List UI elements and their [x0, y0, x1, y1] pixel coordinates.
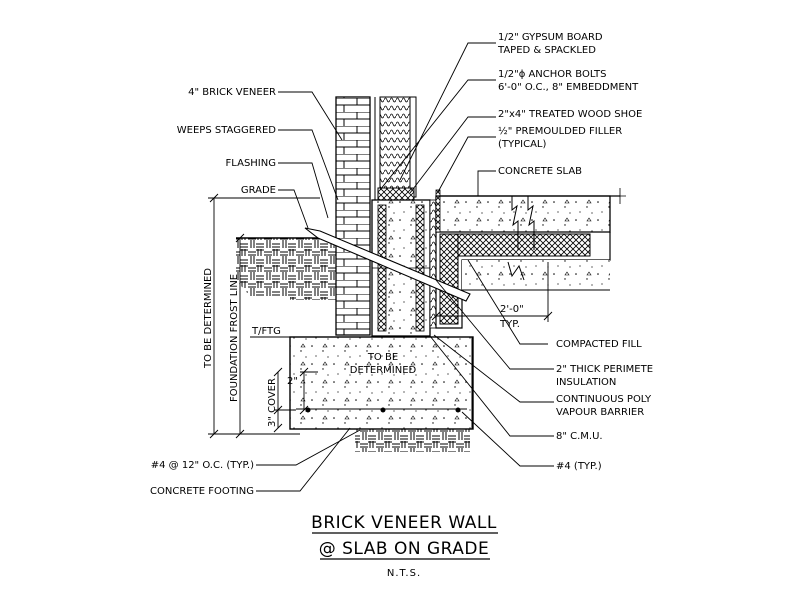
dim-to-be-determined-vertical: TO BE DETERMINED	[203, 268, 214, 369]
flashing	[304, 227, 471, 302]
dim-footing-line2: DETERMINED	[350, 365, 417, 376]
callout-filler-line1: ½" PREMOULDED FILLER	[498, 125, 622, 137]
callout-grade: GRADE	[241, 185, 276, 196]
title-scale: N.T.S.	[387, 568, 421, 579]
dim-t-ftg: T/FTG	[251, 326, 281, 337]
callout-vapour-line2: VAPOUR BARRIER	[556, 407, 644, 418]
dimension-text: TO BE DETERMINED FOUNDATION FROST LINE 3…	[203, 268, 524, 427]
callout-gypsum-line1: 1/2" GYPSUM BOARD	[498, 32, 603, 43]
callout-vapour-line1: CONTINUOUS POLY	[556, 394, 652, 405]
earth-hatch	[236, 237, 470, 452]
callout-filler-line2: (TYPICAL)	[498, 139, 546, 150]
rebar	[455, 407, 461, 413]
leader-lines	[256, 42, 554, 492]
concrete-slab	[435, 188, 626, 329]
callout-weeps: WEEPS STAGGERED	[177, 125, 277, 136]
rebar	[305, 407, 311, 413]
dim-two-inch: 2"	[287, 376, 298, 387]
title-line1: BRICK VENEER WALL	[311, 513, 497, 533]
callout-anchor-line2: 6'-0" O.C., 8" EMBEDDMENT	[498, 82, 639, 93]
callout-cmu: 8" C.M.U.	[556, 431, 603, 442]
cavity	[374, 97, 381, 200]
callout-insulation-line2: INSULATION	[556, 377, 616, 388]
callout-insulation-line1: 2" THICK PERIMETE	[556, 364, 653, 375]
dim-footing-line1: TO BE	[367, 352, 398, 363]
callout-rebar-oc: #4 @ 12" O.C. (TYP.)	[151, 460, 254, 471]
rebar	[380, 407, 386, 413]
dim-two-foot: 2'-0"	[500, 304, 524, 315]
dim-cover: 3" COVER	[267, 378, 278, 427]
cmu-wall	[371, 199, 431, 337]
perimeter-insulation-vertical	[429, 199, 437, 329]
callout-flashing: FLASHING	[226, 158, 276, 169]
concrete-footing	[289, 336, 474, 430]
dim-typ: TYP.	[499, 319, 520, 330]
brick-veneer	[335, 96, 371, 336]
wood-shoe	[377, 187, 415, 201]
callout-gypsum-line2: TAPED & SPACKLED	[497, 45, 596, 56]
callouts: 1/2" GYPSUM BOARD TAPED & SPACKLED 1/2"ϕ…	[150, 32, 653, 497]
callout-brick-veneer: 4" BRICK VENEER	[188, 87, 276, 98]
title-line2: @ SLAB ON GRADE	[319, 539, 490, 559]
callout-wood-shoe: 2"x4" TREATED WOOD SHOE	[498, 109, 642, 120]
callout-concrete-slab: CONCRETE SLAB	[498, 166, 582, 177]
dim-frost-line: FOUNDATION FROST LINE	[229, 274, 240, 402]
title-block: BRICK VENEER WALL @ SLAB ON GRADE N.T.S.	[311, 513, 498, 579]
callout-compacted-fill: COMPACTED FILL	[556, 339, 642, 350]
callout-anchor-line1: 1/2"ϕ ANCHOR BOLTS	[498, 69, 607, 80]
dimension-lines	[208, 193, 553, 439]
callout-concrete-footing: CONCRETE FOOTING	[150, 486, 254, 497]
wood-stud-wall	[379, 96, 417, 198]
callout-rebar-typ: #4 (TYP.)	[556, 461, 602, 472]
